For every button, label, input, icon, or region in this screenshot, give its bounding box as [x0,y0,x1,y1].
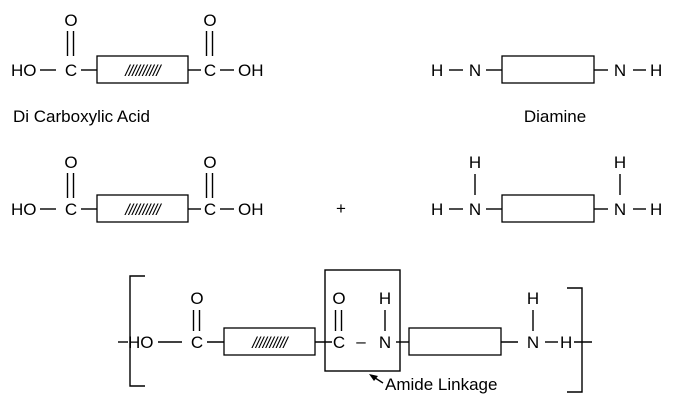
amide-carbon: C [333,333,345,352]
amide-linkage-label: Amide Linkage [385,375,497,394]
diamine-chain-box [501,194,595,223]
reactant-dicarboxylic-acid: O HO C ////////// O C OH [11,153,264,223]
hydrogen-left: H [431,200,443,219]
diamine-label: Diamine [524,107,586,126]
terminal-hydrogen: H [560,333,572,352]
amide-oxygen: O [332,289,345,308]
diamine-chain-box [408,327,502,356]
terminal-nitrogen: N [527,333,539,352]
plus-sign: + [336,199,346,218]
carbon-left: C [65,61,77,80]
carbonyl-oxygen-right: O [203,153,216,172]
nitrogen-right: N [614,200,626,219]
carbonyl-oxygen-right: O [203,11,216,30]
nitrogen-left: N [469,200,481,219]
diamine-structure: H N N H [431,55,662,84]
hydroxyl-right: OH [238,200,264,219]
carbon-acid: C [191,333,203,352]
hydroxyl-right: OH [238,61,264,80]
left-bracket [129,275,145,387]
hydrogen-left: H [431,61,443,80]
arrow-head-icon [369,374,378,381]
carbon-right: C [204,61,216,80]
hydroxyl-left: HO [11,61,37,80]
hatched-chain-box [96,194,189,223]
reactant-diamine: H H H N N H [431,153,662,223]
amide-nitrogen: N [379,333,391,352]
hatch-pattern: ////////// [124,63,162,80]
carbon-right: C [204,200,216,219]
dicarboxylic-acid-label: Di Carboxylic Acid [13,107,150,126]
amide-hydrogen: H [379,289,391,308]
carbonyl-oxygen-acid: O [190,289,203,308]
carbonyl-oxygen-left: O [64,153,77,172]
hatched-chain-box [96,55,189,84]
hydroxyl-left: HO [11,200,37,219]
carbon-left: C [65,200,77,219]
hatch-pattern: ////////// [251,335,289,352]
hydrogen-right: H [650,61,662,80]
hydrogen-right: H [650,200,662,219]
polyamide-repeat-unit: HO O C ////////// O C – H N H N H Amide … [118,269,592,394]
amine-hydrogen-right: H [614,153,626,172]
hydroxyl-end: HO [128,333,154,352]
amide-bond-dash: – [356,332,366,351]
carbonyl-oxygen-left: O [64,11,77,30]
dicarboxylic-acid-structure: O HO C ////////// O C OH [11,11,264,84]
terminal-amine-hydrogen: H [527,289,539,308]
hatched-chain-box [223,327,316,356]
right-bracket [567,287,583,393]
hatch-pattern: ////////// [124,202,162,219]
nitrogen-left: N [469,61,481,80]
diamine-chain-box [501,55,595,84]
amide-linkage-highlight-box [324,269,401,372]
nitrogen-right: N [614,61,626,80]
amine-hydrogen-left: H [469,153,481,172]
